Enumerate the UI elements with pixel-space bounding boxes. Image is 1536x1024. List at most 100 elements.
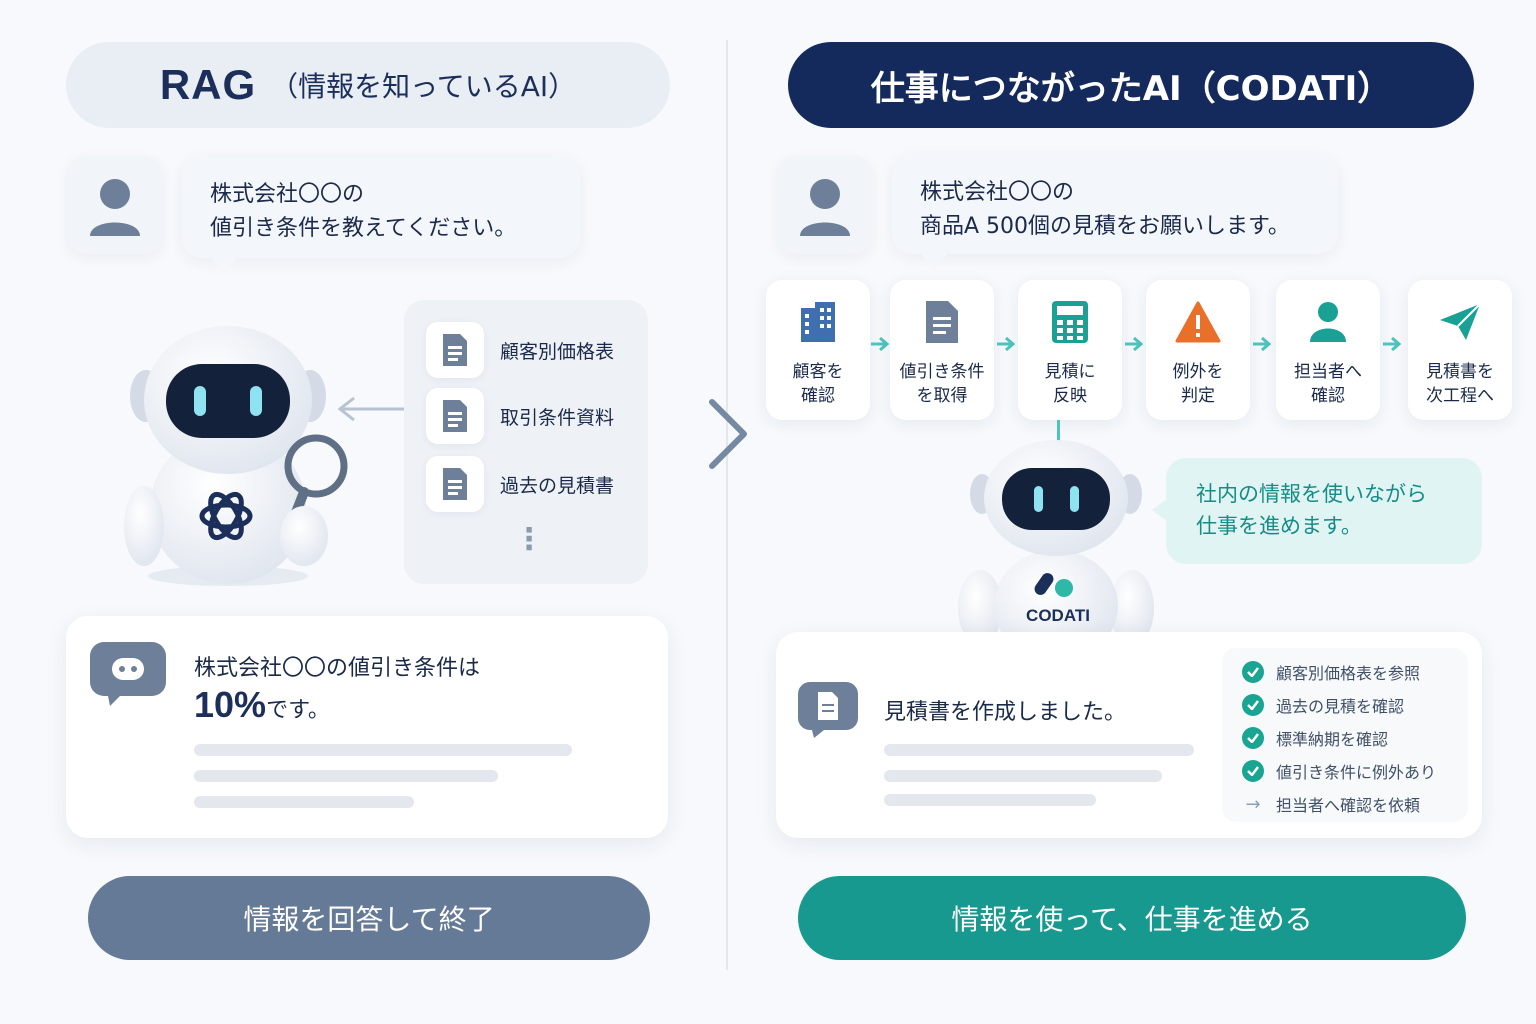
document-label: 顧客別価格表 xyxy=(500,340,615,363)
speech-line: 社内の情報を使いながら xyxy=(1196,482,1427,506)
step-label: 確認 xyxy=(801,386,835,406)
user-avatar-tile xyxy=(68,156,162,254)
step-label: 値引き条件 xyxy=(899,362,985,382)
document-icon xyxy=(426,322,484,378)
step-apply-estimate: 見積に反映 xyxy=(1018,280,1122,420)
document-icon xyxy=(926,301,958,343)
step-label: を取得 xyxy=(916,386,968,406)
step-label: 次工程へ xyxy=(1426,386,1494,406)
placeholder-line xyxy=(194,770,498,782)
user-avatar-tile xyxy=(778,156,872,254)
placeholder-line xyxy=(884,794,1096,806)
answer-suffix: です。 xyxy=(266,698,330,723)
step-label: 見積に xyxy=(1044,362,1096,382)
arrow-right-icon xyxy=(1125,336,1144,352)
arrow-right-icon xyxy=(871,336,890,352)
step-send-next: 見積書を次工程へ xyxy=(1408,280,1512,420)
answer-result: 10%です。 xyxy=(194,684,330,726)
question-line: 商品A 500個の見積をお願いします。 xyxy=(920,214,1290,239)
arrow-right-icon xyxy=(997,336,1016,352)
checklist-panel: 顧客別価格表を参照 過去の見積を確認 標準納期を確認 値引き条件に例外あり → … xyxy=(1222,648,1468,822)
document-chat-icon xyxy=(798,682,858,738)
codati-title: 仕事につながったAI（CODATI） xyxy=(788,42,1474,128)
step-judge-exception: 例外を判定 xyxy=(1146,280,1250,420)
checklist-item: 標準納期を確認 xyxy=(1242,726,1388,750)
check-icon xyxy=(1242,760,1264,782)
checklist-item: 値引き条件に例外あり xyxy=(1242,759,1436,783)
chat-bot-icon xyxy=(90,642,166,706)
placeholder-line xyxy=(194,744,572,756)
calculator-icon xyxy=(1052,301,1088,343)
codati-speech-bubble: 社内の情報を使いながら 仕事を進めます。 xyxy=(1166,458,1482,564)
codati-question-bubble: 株式会社〇〇の 商品A 500個の見積をお願いします。 xyxy=(892,154,1338,254)
placeholder-line xyxy=(884,744,1194,756)
bubble-tail xyxy=(1152,498,1168,522)
codati-robot-label: CODATI xyxy=(1026,606,1090,625)
checklist-text: 顧客別価格表を参照 xyxy=(1276,664,1421,683)
rag-title-main: RAG xyxy=(159,61,257,108)
placeholder-line xyxy=(884,770,1162,782)
answer-percentage: 10% xyxy=(194,684,267,725)
document-icon xyxy=(426,388,484,444)
check-icon xyxy=(1242,694,1264,716)
user-icon xyxy=(90,179,140,236)
document-item: 過去の見積書 xyxy=(426,456,614,512)
answer-text: 株式会社〇〇の値引き条件は xyxy=(194,656,481,681)
rag-result-pill: 情報を回答して終了 xyxy=(88,876,650,960)
question-line: 値引き条件を教えてください。 xyxy=(210,216,517,241)
step-label: 顧客を xyxy=(792,362,844,382)
checklist-text: 過去の見積を確認 xyxy=(1276,697,1405,716)
question-line: 株式会社〇〇の xyxy=(210,182,365,207)
rag-question-bubble: 株式会社〇〇の 値引き条件を教えてください。 xyxy=(182,156,580,258)
center-divider xyxy=(726,40,728,970)
document-label: 過去の見積書 xyxy=(500,474,615,497)
step-label: 担当者へ xyxy=(1294,362,1362,382)
placeholder-line xyxy=(194,796,414,808)
more-documents-indicator: ⋮ xyxy=(514,522,544,557)
codati-result-card: 見積書を作成しました。 顧客別価格表を参照 過去の見積を確認 標準納期を確認 値… xyxy=(776,632,1482,838)
person-icon xyxy=(1310,302,1346,342)
document-source-panel: 顧客別価格表 取引条件資料 過去の見積書 ⋮ xyxy=(404,300,648,584)
bubble-tail xyxy=(210,257,238,273)
document-icon xyxy=(426,456,484,512)
document-label: 取引条件資料 xyxy=(500,406,615,429)
result-message: 見積書を作成しました。 xyxy=(884,700,1127,725)
building-icon xyxy=(801,302,835,342)
step-label: 例外を xyxy=(1172,362,1224,382)
checklist-text: 標準納期を確認 xyxy=(1276,730,1389,749)
checklist-text: 担当者へ確認を依頼 xyxy=(1276,796,1421,815)
document-item: 顧客別価格表 xyxy=(426,322,614,378)
question-line: 株式会社〇〇の xyxy=(920,180,1075,205)
rag-answer-card: 株式会社〇〇の値引き条件は 10%です。 xyxy=(66,616,668,838)
warning-icon xyxy=(1175,301,1221,343)
check-icon xyxy=(1242,661,1264,683)
step-confirm-staff: 担当者へ確認 xyxy=(1276,280,1380,420)
rag-robot-illustration xyxy=(124,326,348,586)
checklist-text: 値引き条件に例外あり xyxy=(1276,763,1437,782)
document-item: 取引条件資料 xyxy=(426,388,614,444)
user-icon xyxy=(800,179,850,236)
arrow-left-icon xyxy=(337,396,404,422)
codati-robot-illustration xyxy=(958,440,1154,662)
step-label: 反映 xyxy=(1053,386,1087,406)
step-label: 判定 xyxy=(1181,386,1215,406)
send-icon xyxy=(1440,303,1481,340)
bubble-tail xyxy=(920,253,948,269)
checklist-item: 顧客別価格表を参照 xyxy=(1242,660,1420,684)
step-get-discount: 値引き条件を取得 xyxy=(890,280,994,420)
step-label: 見積書を xyxy=(1426,362,1494,382)
arrow-right-icon xyxy=(1383,336,1402,352)
speech-line: 仕事を進めます。 xyxy=(1196,514,1362,538)
arrow-right-icon: → xyxy=(1245,793,1261,815)
check-icon xyxy=(1242,727,1264,749)
rag-title: RAG （情報を知っているAI） xyxy=(66,42,670,128)
codati-result-pill: 情報を使って、仕事を進める xyxy=(798,876,1466,960)
checklist-item: 過去の見積を確認 xyxy=(1242,693,1404,717)
connector-line xyxy=(1057,420,1060,442)
checklist-item: → 担当者へ確認を依頼 xyxy=(1242,792,1420,816)
step-label: 確認 xyxy=(1311,386,1345,406)
arrow-right-icon xyxy=(1253,336,1272,352)
step-confirm-customer: 顧客を確認 xyxy=(766,280,870,420)
rag-title-sub: （情報を知っているAI） xyxy=(270,70,577,103)
chevron-right-icon xyxy=(709,399,747,469)
